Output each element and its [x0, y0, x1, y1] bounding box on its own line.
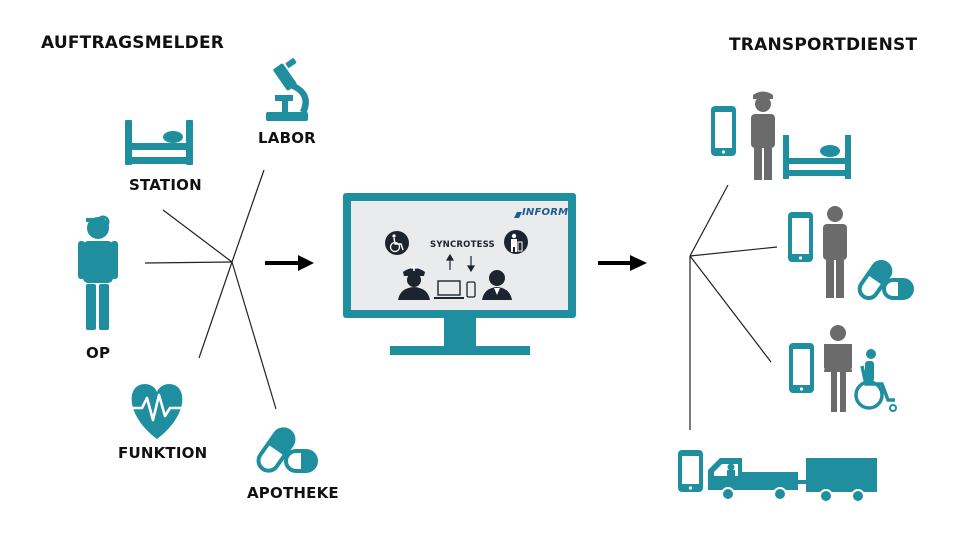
laptop-icon — [434, 280, 464, 299]
label-apotheke: APOTHEKE — [247, 484, 339, 502]
label-station: STATION — [129, 176, 202, 194]
nurse-icon — [398, 265, 430, 300]
monitor-neck — [444, 318, 476, 346]
phone-small-icon — [466, 281, 476, 298]
hospital-bed-icon — [125, 120, 193, 165]
label-labor: LABOR — [258, 129, 316, 147]
inform-logo-icon — [514, 212, 522, 218]
wheelchair-bubble-icon — [385, 231, 409, 255]
right-connector-lines — [689, 184, 778, 430]
heart-pulse-icon — [128, 384, 188, 439]
sync-arrows-icon — [445, 253, 476, 273]
surgeon-icon — [78, 215, 118, 330]
monitor-base — [390, 346, 530, 355]
flow-arrow-left — [265, 255, 314, 271]
phone-person-pills-icon — [788, 206, 914, 301]
monitor — [343, 193, 576, 355]
label-op: OP — [86, 344, 111, 362]
flow-arrow-right — [598, 255, 647, 271]
phone-truck-icon — [678, 450, 877, 503]
monitor-brand: INFORM — [522, 207, 569, 218]
doctor-icon — [482, 270, 512, 300]
left-connector-lines — [144, 169, 277, 410]
patient-bubble-icon — [504, 230, 528, 254]
header-transportdienst: TRANSPORTDIENST — [729, 35, 918, 55]
pills-icon — [256, 427, 318, 473]
microscope-icon — [266, 58, 309, 121]
monitor-product: SYNCROTESS — [430, 240, 495, 250]
phone-woman-wheelchair-icon — [789, 325, 897, 412]
label-funktion: FUNKTION — [118, 444, 208, 462]
header-auftragsmelder: AUFTRAGSMELDER — [41, 33, 225, 53]
phone-porter-bed-icon — [711, 91, 851, 180]
